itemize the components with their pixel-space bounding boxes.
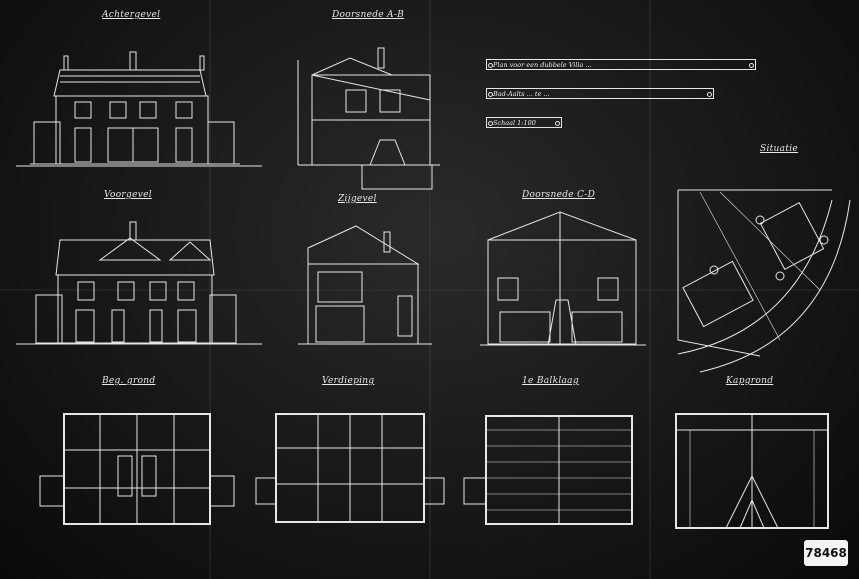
attic-floor-plan <box>463 415 633 525</box>
label-voorgevel: Voorgevel <box>104 190 152 200</box>
ground-floor-plan <box>39 413 235 525</box>
title-cartouche: Plan voor een dubbele Villa ... <box>486 59 756 70</box>
label-begane-grond: Beg. grond <box>102 376 156 386</box>
label-achtergevel: Achtergevel <box>102 10 161 20</box>
roof-plan <box>675 413 829 529</box>
section-ab <box>297 47 440 190</box>
label-zijgevel: Zijgevel <box>338 194 377 204</box>
rear-elevation <box>16 51 262 167</box>
front-elevation <box>16 221 262 345</box>
label-zolder: 1e Balklaag <box>522 376 579 386</box>
site-plan <box>677 189 851 373</box>
label-doorsnede-cd: Doorsnede C-D <box>522 190 596 200</box>
first-floor-plan <box>255 413 445 523</box>
archive-number-stamp: 78468 <box>804 540 848 566</box>
scale-cartouche: Schaal 1:100 <box>486 117 562 128</box>
label-doorsnede-ab: Doorsnede A-B <box>332 10 405 20</box>
label-verdieping: Verdieping <box>322 376 375 386</box>
label-kapgrond: Kapgrond <box>726 376 774 386</box>
section-cd <box>480 211 646 346</box>
label-situatie: Situatie <box>760 144 799 154</box>
location-cartouche: Bad-Aalts ... te ... <box>486 88 714 99</box>
side-elevation <box>298 225 432 345</box>
